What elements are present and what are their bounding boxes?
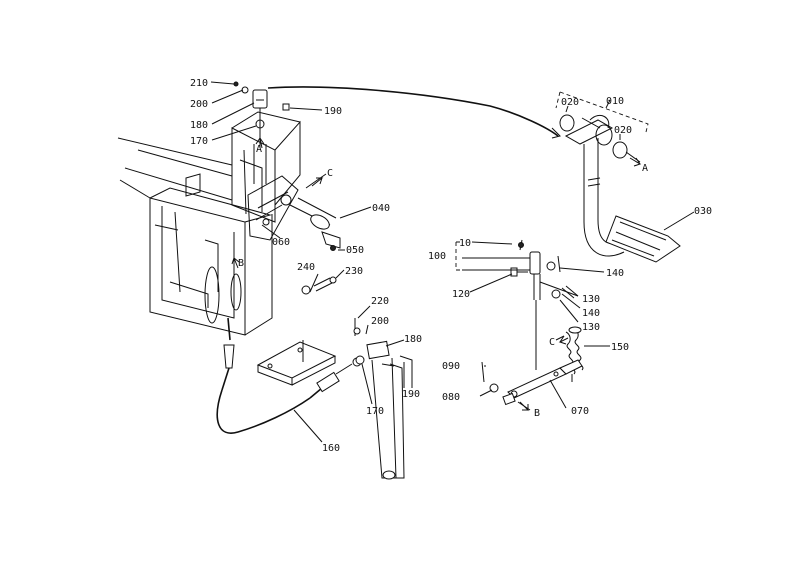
rod-040 — [289, 197, 341, 251]
label-020-right: 020 — [614, 125, 632, 136]
label-050: 050 — [346, 245, 364, 256]
label-160: 160 — [322, 443, 340, 454]
label-010: 010 — [606, 96, 624, 107]
label-210: 210 — [190, 78, 208, 89]
connecting-cable — [267, 86, 561, 139]
label-C-right: C — [549, 337, 555, 348]
frame-bracket — [117, 111, 301, 336]
label-070: 070 — [571, 406, 589, 417]
rod-070 — [481, 300, 583, 406]
label-100: 100 — [428, 251, 446, 262]
label-B-right: B — [534, 408, 540, 419]
label-190-lower: 190 — [402, 389, 420, 400]
upper-pivot — [233, 81, 290, 184]
lower-lever — [355, 340, 413, 480]
label-180-lower: 180 — [404, 334, 422, 345]
leader-lines — [210, 81, 695, 443]
label-150: 150 — [611, 342, 629, 353]
label-B-left: B — [238, 258, 244, 269]
reference-arrows — [231, 136, 642, 412]
label-060: 060 — [272, 237, 290, 248]
label-170-lower: 170 — [366, 406, 384, 417]
label-040: 040 — [372, 203, 390, 214]
label-230: 230 — [345, 266, 363, 277]
linkage-clevis — [455, 239, 579, 300]
label-130-upper: 130 — [582, 294, 600, 305]
label-A-right: A — [642, 163, 648, 174]
label-240: 240 — [297, 262, 315, 273]
pedal-assembly — [555, 91, 681, 263]
label-A-left: A — [256, 144, 262, 155]
label-180-upper: 180 — [190, 120, 208, 131]
label-080: 080 — [442, 392, 460, 403]
plate-220 — [256, 318, 361, 386]
label-220: 220 — [371, 296, 389, 307]
label-140-lower: 140 — [582, 308, 600, 319]
part-labels: 210 200 180 170 190 C A 040 060 050 240 … — [190, 78, 712, 454]
label-120: 120 — [452, 289, 470, 300]
label-140-upper: 140 — [606, 268, 624, 279]
label-190-upper: 190 — [324, 106, 342, 117]
bolt-230 — [301, 276, 337, 295]
spring-150 — [565, 326, 584, 382]
label-020-left: 020 — [561, 97, 579, 108]
label-10: 10 — [459, 238, 471, 249]
label-170-upper: 170 — [190, 136, 208, 147]
label-200-upper: 200 — [190, 99, 208, 110]
label-C-left: C — [327, 168, 333, 179]
label-200-lower: 200 — [371, 316, 389, 327]
label-030: 030 — [694, 206, 712, 217]
label-130-lower: 130 — [582, 322, 600, 333]
label-090: 090 — [442, 361, 460, 372]
